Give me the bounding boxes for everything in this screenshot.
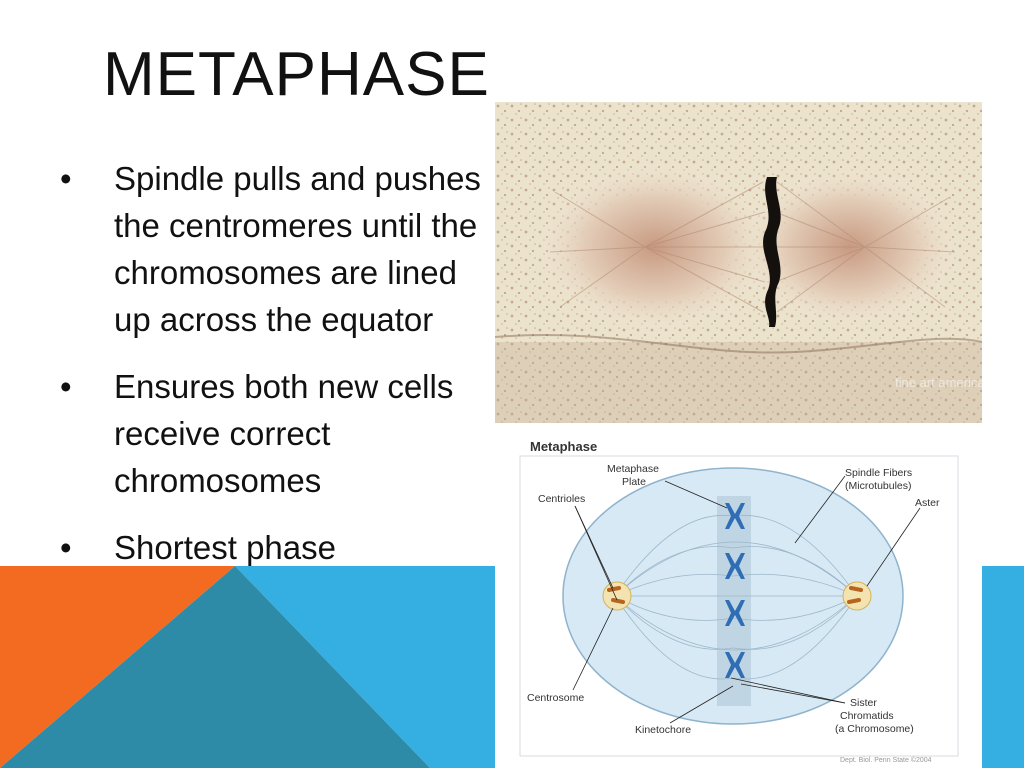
bullet-marker: • xyxy=(60,160,72,197)
bullet-text: Shortest phase xyxy=(114,529,336,566)
metaphase-plate-band xyxy=(717,496,751,706)
label-spindle-fibers-1: Spindle Fibers xyxy=(845,467,912,479)
metaphase-micrograph: fine art america xyxy=(495,102,982,423)
diagram-credit: Dept. Biol. Penn State ©2004 xyxy=(840,756,932,764)
teal-overlap xyxy=(0,566,430,768)
label-sister-chromatids-3: (a Chromosome) xyxy=(835,723,914,735)
metaphase-diagram: Metaphase Metaphase Plate Centrioles Spi… xyxy=(495,428,982,768)
label-metaphase-plate-2: Plate xyxy=(622,476,646,488)
bullet-item: • Ensures both new cells receive correct… xyxy=(60,363,490,504)
label-sister-chromatids-1: Sister xyxy=(850,697,877,709)
label-metaphase-plate-1: Metaphase xyxy=(607,463,659,475)
diagram-title: Metaphase xyxy=(530,439,597,454)
centrosome-right xyxy=(842,581,872,611)
centrosome-left xyxy=(602,581,632,611)
label-spindle-fibers-2: (Microtubules) xyxy=(845,480,912,492)
diagram-frame xyxy=(519,455,959,757)
bullet-item: • Spindle pulls and pushes the centromer… xyxy=(60,155,490,343)
bullet-text: Ensures both new cells receive correct c… xyxy=(114,368,454,499)
bullet-list: • Spindle pulls and pushes the centromer… xyxy=(60,155,490,591)
bullet-item: • Shortest phase xyxy=(60,524,490,571)
bullet-marker: • xyxy=(60,529,72,566)
label-aster: Aster xyxy=(915,497,940,509)
label-centrioles: Centrioles xyxy=(538,493,585,505)
label-centrosome: Centrosome xyxy=(527,692,584,704)
slide-title: METAPHASE xyxy=(103,40,490,109)
bullet-marker: • xyxy=(60,368,72,405)
label-kinetochore: Kinetochore xyxy=(635,724,691,736)
label-sister-chromatids-2: Chromatids xyxy=(840,710,894,722)
bullet-text: Spindle pulls and pushes the centromeres… xyxy=(114,160,481,338)
micrograph-watermark: fine art america xyxy=(895,375,982,390)
